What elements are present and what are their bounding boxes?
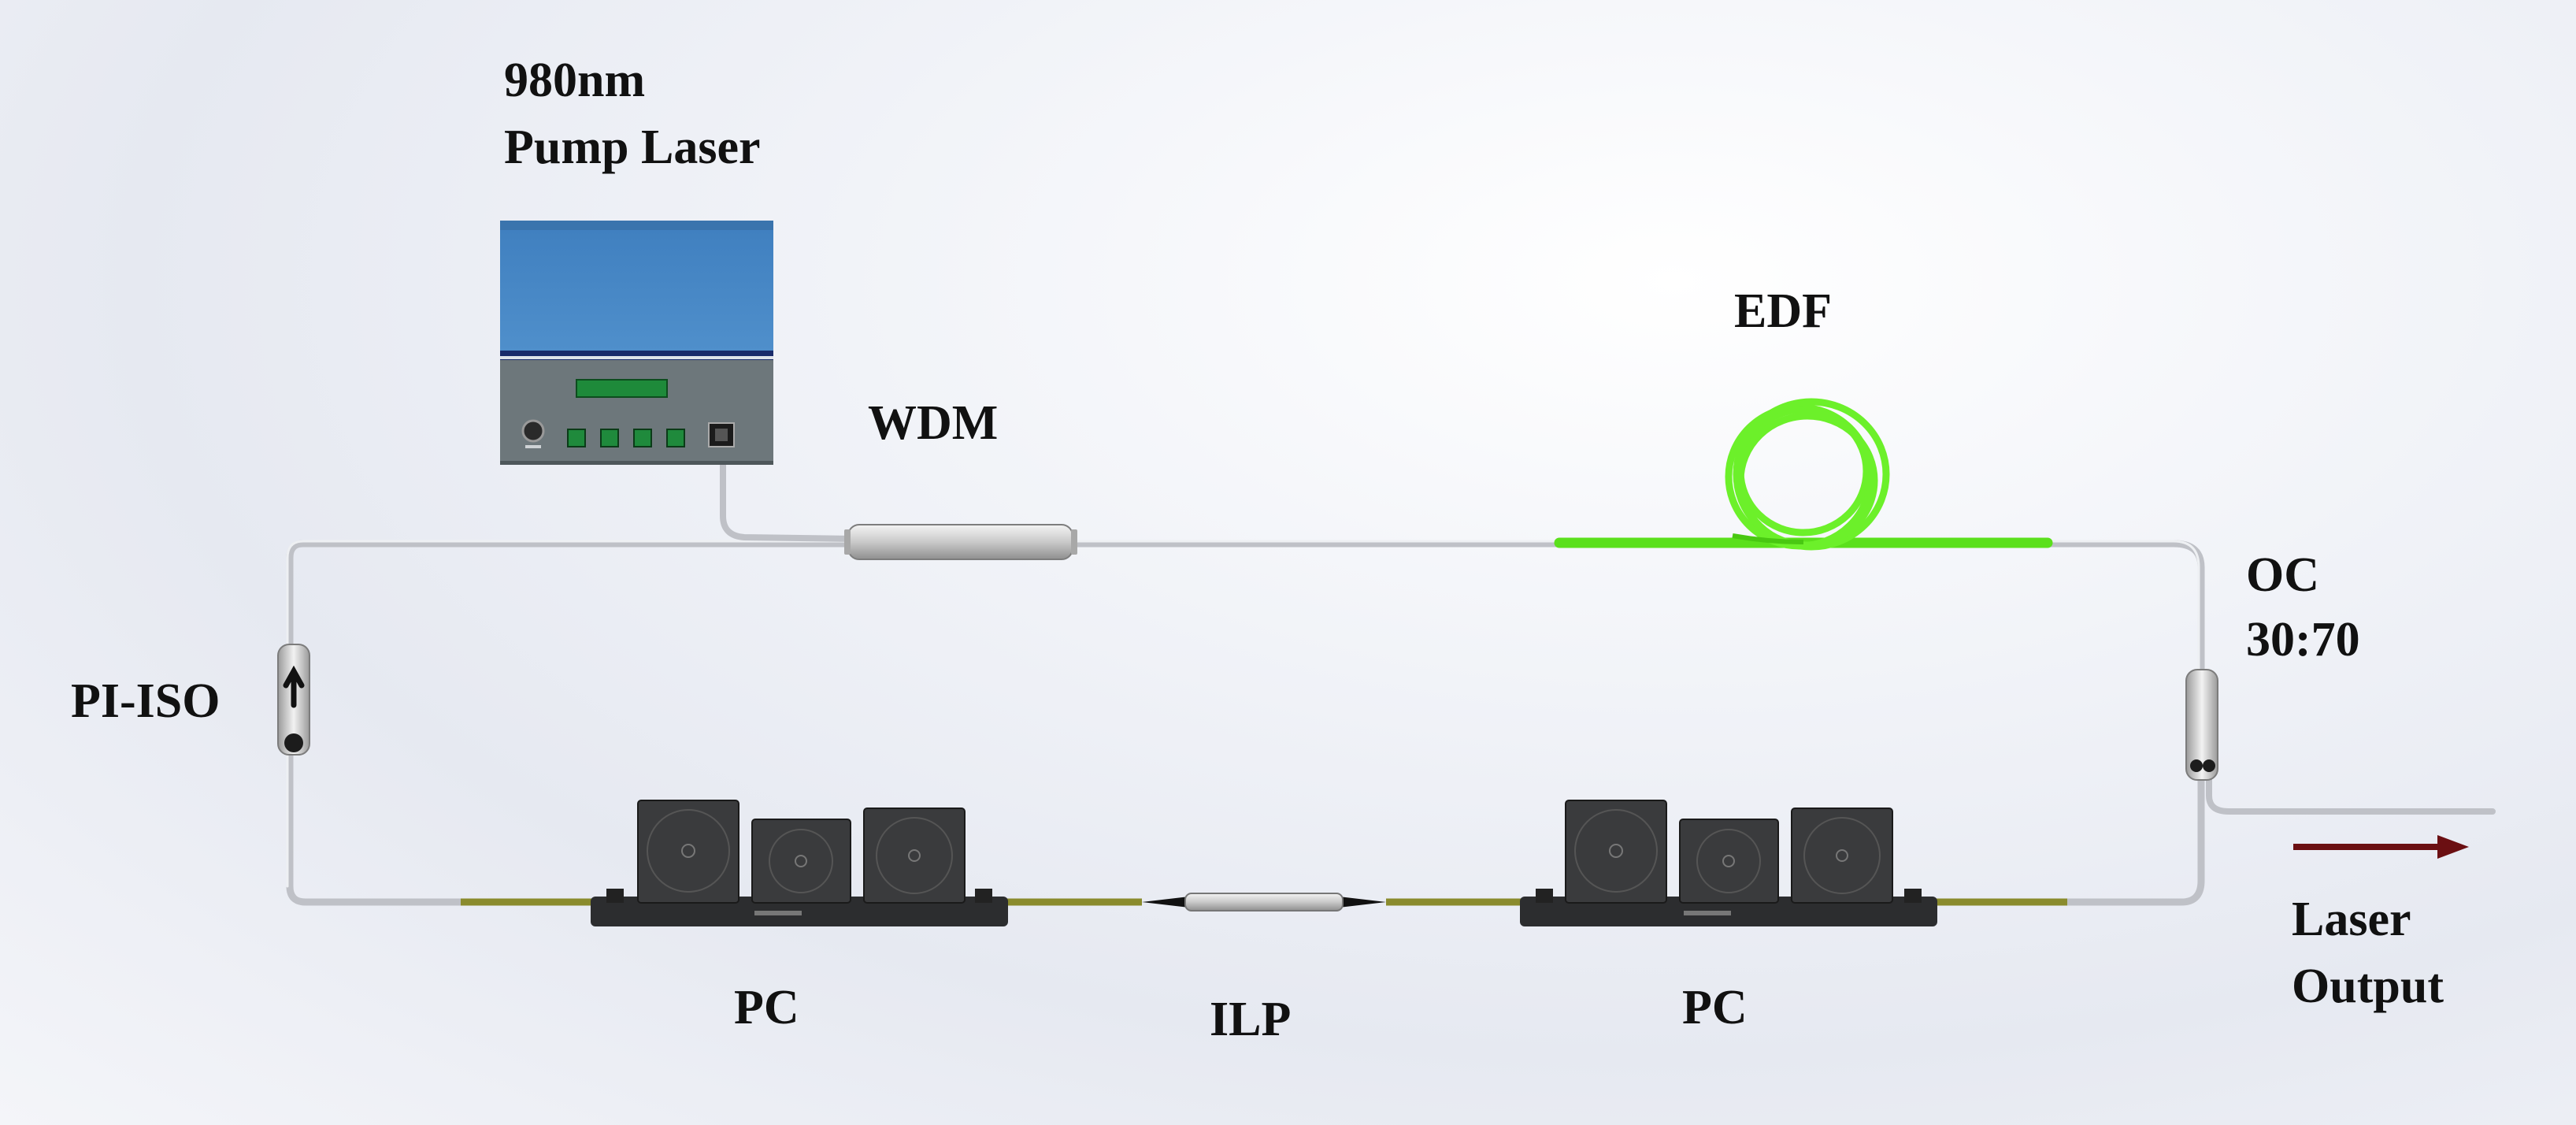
polarization-controller-left [591, 800, 1008, 926]
pump-display [576, 379, 668, 398]
laser-output-label-2: Output [2292, 960, 2444, 1013]
output-fiber [2206, 767, 2496, 815]
inline-polarizer [1142, 893, 1386, 912]
pump-button-2 [600, 429, 619, 447]
pump-label-name: Pump Laser [504, 121, 761, 174]
laser-output-arrow [2293, 835, 2469, 859]
pi-iso-label: PI-ISO [71, 674, 221, 728]
pump-laser-unit [500, 221, 773, 465]
pump-button-1 [567, 429, 586, 447]
pump-label-wavelength: 980nm [504, 54, 646, 107]
edf-coil [1725, 398, 1890, 551]
polarization-controller-right [1520, 800, 1937, 926]
power-key-icon [521, 419, 545, 443]
arrow-up-icon [283, 665, 305, 708]
fiber-loop [286, 540, 2205, 906]
pi-isolator [277, 644, 310, 756]
laser-output-label-1: Laser [2292, 893, 2411, 946]
wdm-label: WDM [868, 396, 999, 450]
ilp-label: ILP [1210, 993, 1292, 1046]
pump-pigtail [720, 438, 858, 542]
pc-right-label: PC [1682, 981, 1748, 1034]
pump-button-4 [666, 429, 685, 447]
oc-label-ratio: 30:70 [2246, 613, 2360, 666]
wdm-coupler [844, 524, 1077, 560]
output-coupler [2185, 669, 2218, 781]
edf-label: EDF [1734, 284, 1832, 338]
pump-button-3 [633, 429, 652, 447]
pc-left-label: PC [734, 981, 799, 1034]
oc-label-name: OC [2246, 548, 2319, 602]
